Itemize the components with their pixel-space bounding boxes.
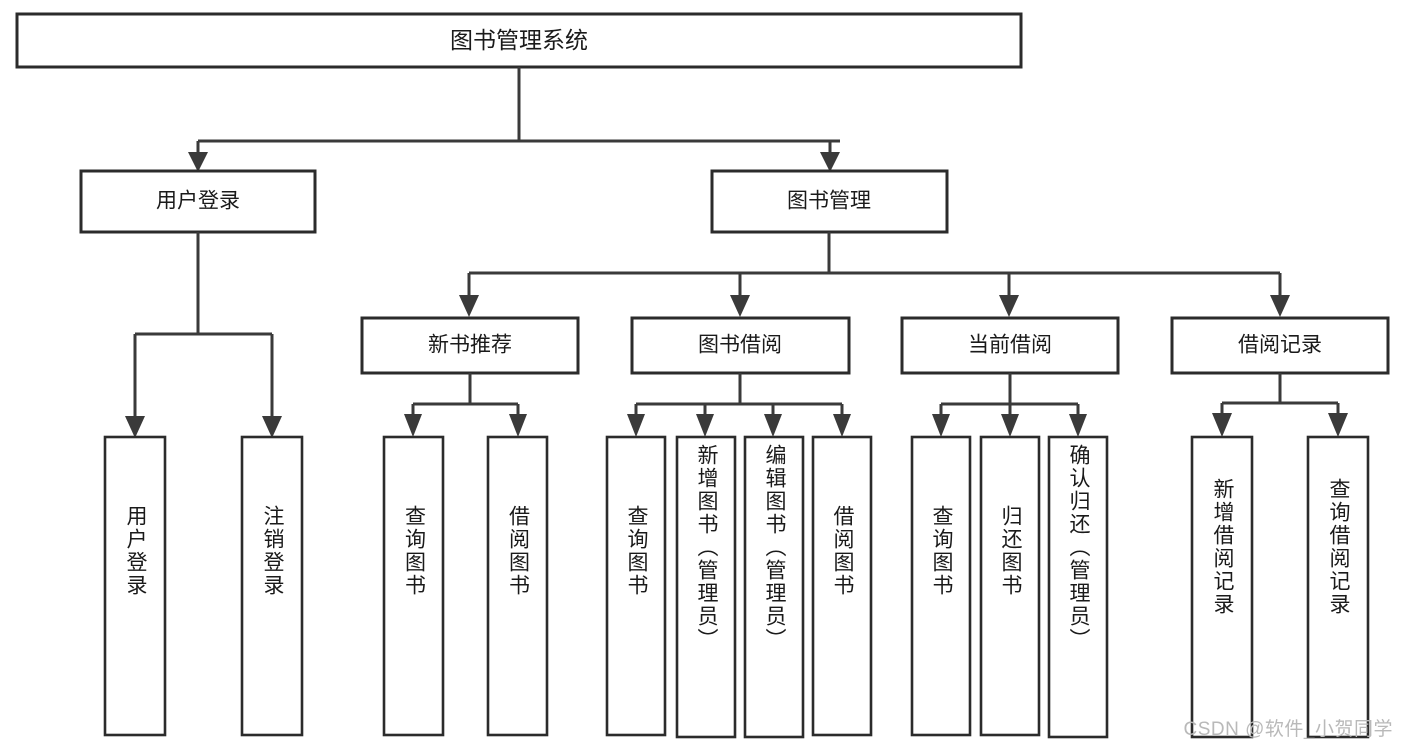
leaf-box-user-login[interactable] bbox=[103, 435, 167, 737]
node-book-management[interactable]: 图书管理 bbox=[710, 169, 949, 234]
arrow-head-icon bbox=[459, 295, 479, 317]
connector-user-login-to-leaves bbox=[125, 232, 282, 438]
connector-new-book-recommend-to-leaves bbox=[404, 373, 527, 437]
leaf-box-query-book-1[interactable] bbox=[382, 435, 445, 737]
node-borrow-record[interactable]: 借阅记录 bbox=[1170, 316, 1390, 375]
arrow-head-icon bbox=[730, 295, 750, 317]
node-box bbox=[900, 316, 1120, 375]
node-label: 当前借阅 bbox=[968, 334, 1052, 357]
leaf-box-query-book-3[interactable] bbox=[910, 435, 972, 737]
node-book-borrow[interactable]: 图书借阅 bbox=[630, 316, 851, 375]
leaf-box-query-book-2[interactable] bbox=[605, 435, 667, 737]
csdn-watermark: CSDN @软件_小贺同学 bbox=[1183, 719, 1393, 740]
arrow-head-icon bbox=[509, 414, 527, 437]
leaf-box-borrow-book-2[interactable] bbox=[811, 435, 873, 737]
node-label: 图书管理 bbox=[787, 190, 871, 213]
node-label: 图书借阅 bbox=[698, 334, 782, 357]
leaf-box-query-borrow-record[interactable] bbox=[1306, 435, 1370, 739]
arrow-head-icon bbox=[1328, 413, 1348, 437]
leaf-box-confirm-return-admin[interactable] bbox=[1047, 435, 1109, 739]
arrow-head-icon bbox=[1001, 414, 1019, 437]
node-label: 新书推荐 bbox=[428, 334, 512, 357]
node-label: 用户登录 bbox=[156, 190, 240, 213]
node-label: 图书管理系统 bbox=[450, 27, 588, 53]
connector-root-to-level2 bbox=[188, 67, 840, 172]
node-new-book-recommend[interactable]: 新书推荐 bbox=[360, 316, 580, 375]
arrow-head-icon bbox=[820, 152, 840, 172]
arrow-head-icon bbox=[696, 414, 714, 437]
node-user-login[interactable]: 用户登录 bbox=[79, 169, 317, 234]
connector-book-borrow-to-leaves bbox=[627, 373, 851, 437]
leaf-box-logout-login[interactable] bbox=[240, 435, 304, 737]
leaf-box-edit-book-admin[interactable] bbox=[743, 435, 805, 739]
node-box bbox=[15, 12, 1023, 69]
node-box bbox=[79, 169, 317, 234]
connector-borrow-record-to-leaves bbox=[1212, 373, 1348, 437]
arrow-head-icon bbox=[627, 414, 645, 437]
leaf-box-add-book-admin[interactable] bbox=[675, 435, 737, 739]
connector-current-borrow-to-leaves bbox=[932, 373, 1087, 437]
node-book-management-system[interactable]: 图书管理系统 bbox=[15, 12, 1023, 69]
node-box bbox=[360, 316, 580, 375]
arrow-head-icon bbox=[1212, 413, 1232, 437]
arrow-head-icon bbox=[125, 416, 145, 438]
arrow-head-icon bbox=[1270, 295, 1290, 317]
leaf-box-return-book[interactable] bbox=[979, 435, 1041, 737]
leaf-box-add-borrow-record[interactable] bbox=[1190, 435, 1254, 739]
arrow-head-icon bbox=[764, 414, 782, 437]
arrow-head-icon bbox=[404, 414, 422, 437]
arrow-head-icon bbox=[833, 414, 851, 437]
arrow-head-icon bbox=[999, 295, 1019, 317]
node-current-borrow[interactable]: 当前借阅 bbox=[900, 316, 1120, 375]
leaf-box-borrow-book-1[interactable] bbox=[486, 435, 549, 737]
connector-book-management-to-level3 bbox=[459, 232, 1290, 317]
arrow-head-icon bbox=[932, 414, 950, 437]
arrow-head-icon bbox=[188, 152, 208, 172]
arrow-head-icon bbox=[1069, 414, 1087, 437]
node-label: 借阅记录 bbox=[1238, 334, 1322, 357]
arrow-head-icon bbox=[262, 416, 282, 438]
